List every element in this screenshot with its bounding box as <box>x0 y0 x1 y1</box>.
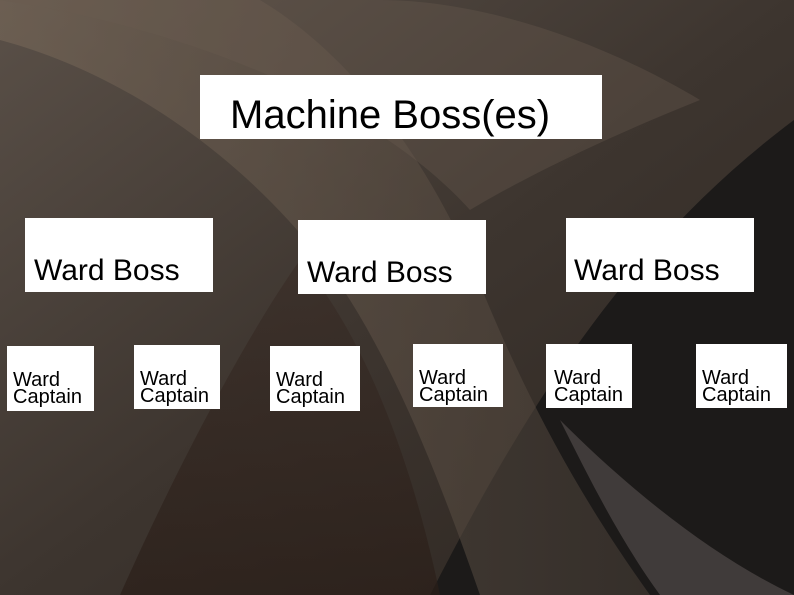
ward-captain-line-2: Captain <box>276 386 345 408</box>
ward-captain-node-2: Ward Captain <box>134 345 220 409</box>
ward-boss-node-1: Ward Boss <box>25 218 213 292</box>
ward-captain-line-1: Ward <box>13 369 61 391</box>
ward-captain-line-2: Captain <box>554 384 623 406</box>
ward-captain-line-1: Ward <box>276 369 324 391</box>
ward-captain-node-6: Ward Captain <box>696 344 787 408</box>
ward-boss-node-3: Ward Boss <box>566 218 754 292</box>
machine-boss-node: Machine Boss(es) <box>200 75 602 139</box>
ward-captain-node-3: Ward Captain <box>270 346 360 411</box>
ward-captain-line-1: Ward <box>419 367 467 389</box>
ward-captain-line-1: Ward <box>554 367 602 389</box>
ward-captain-node-4: Ward Captain <box>413 344 503 407</box>
ward-captain-line-1: Ward <box>702 367 750 389</box>
ward-captain-line-2: Captain <box>140 385 209 407</box>
ward-captain-node-1: Ward Captain <box>7 346 94 411</box>
ward-captain-node-5: Ward Captain <box>546 344 632 408</box>
ward-captain-line-2: Captain <box>13 386 82 408</box>
ward-captain-line-2: Captain <box>702 384 771 406</box>
ward-captain-line-2: Captain <box>419 384 488 406</box>
ward-captain-line-1: Ward <box>140 368 188 390</box>
ward-boss-node-2: Ward Boss <box>298 220 486 294</box>
